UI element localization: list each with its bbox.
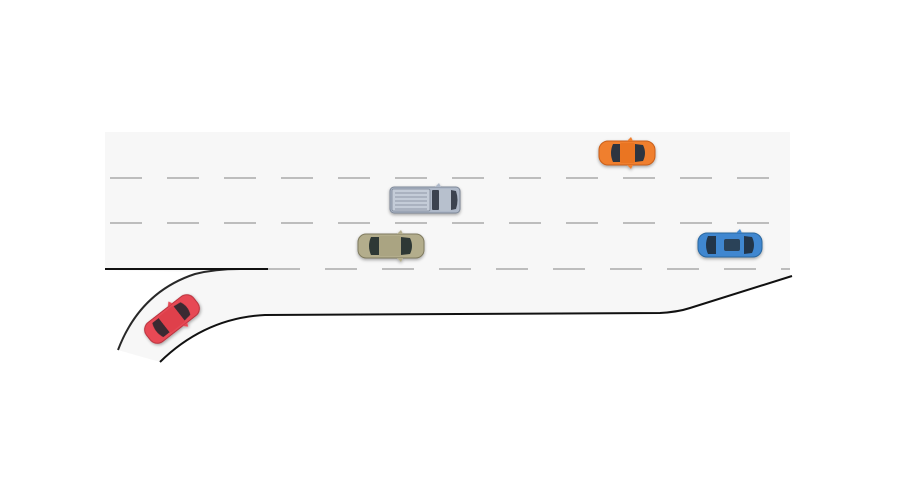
road-edge-ramp-outer-curve bbox=[117, 268, 241, 351]
road-edge-bottom bbox=[159, 275, 793, 363]
red-car[interactable] bbox=[139, 288, 206, 350]
blue-car[interactable] bbox=[697, 229, 763, 258]
gray-pickup-truck[interactable] bbox=[389, 183, 461, 214]
olive-car[interactable] bbox=[357, 230, 425, 262]
lane-markings bbox=[110, 177, 790, 270]
orange-car[interactable] bbox=[598, 137, 656, 169]
road-surface bbox=[105, 132, 790, 362]
